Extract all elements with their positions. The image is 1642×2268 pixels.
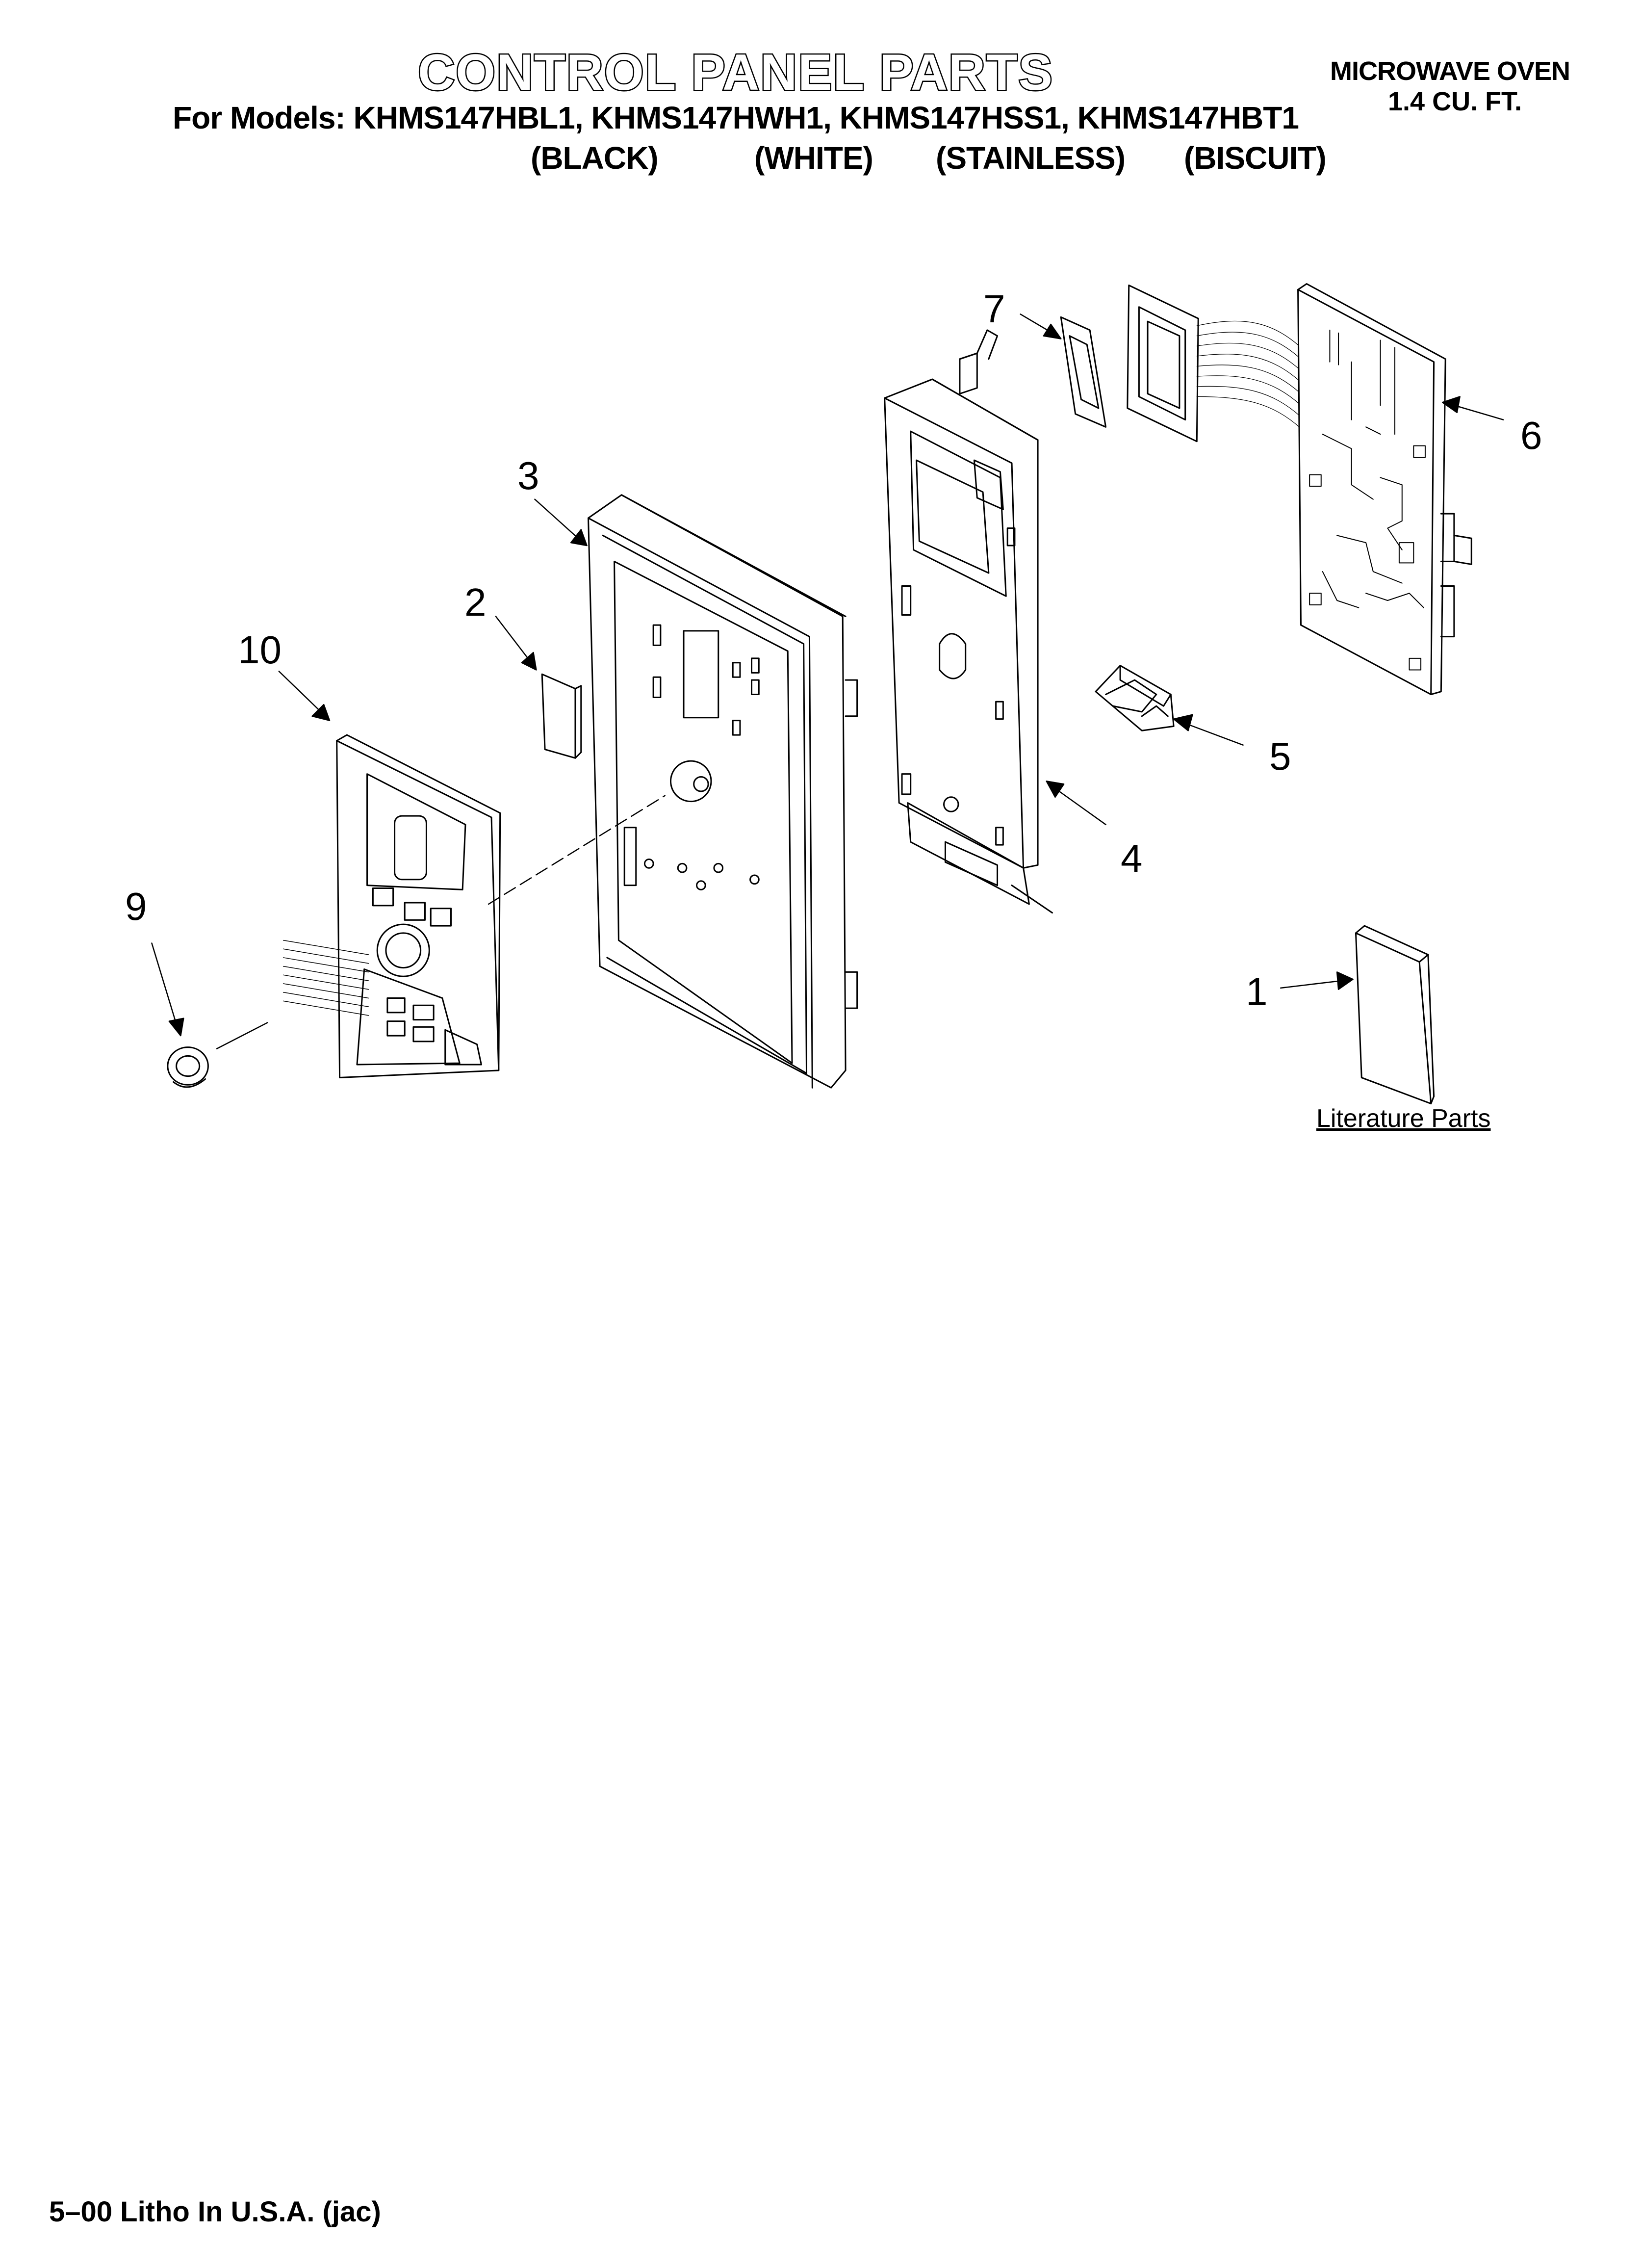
- part-1-literature: [1356, 926, 1434, 1104]
- part-3-frame: [589, 495, 857, 1088]
- part-10-overlay: [283, 735, 500, 1077]
- callout-10: 10: [238, 628, 282, 672]
- display-module: [1128, 286, 1301, 442]
- part-9-knob: [168, 1047, 208, 1087]
- callout-2: 2: [464, 580, 487, 624]
- variant-black: (BLACK): [531, 140, 659, 176]
- variant-stainless: (STAINLESS): [936, 140, 1126, 176]
- literature-parts-label: Literature Parts: [1316, 1104, 1491, 1133]
- footer-litho: 5–00 Litho In U.S.A. (jac): [49, 2196, 381, 2228]
- part-2-window: [542, 674, 581, 758]
- callout-7: 7: [983, 287, 1005, 331]
- variant-biscuit: (BISCUIT): [1184, 140, 1327, 176]
- models-line: For Models: KHMS147HBL1, KHMS147HWH1, KH…: [173, 100, 1299, 135]
- part-4-bracket: [885, 330, 1052, 913]
- product-capacity: 1.4 CU. FT.: [1388, 87, 1522, 116]
- callout-5: 5: [1269, 734, 1291, 778]
- part-6-control-board: [1298, 284, 1472, 695]
- part-7-gasket: [1061, 317, 1105, 427]
- variant-white: (WHITE): [754, 140, 873, 176]
- page-title: CONTROL PANEL PARTS: [417, 44, 1054, 101]
- part-5-clip: [1096, 666, 1174, 731]
- callout-1: 1: [1246, 970, 1268, 1014]
- callout-3: 3: [517, 454, 539, 497]
- callout-6: 6: [1520, 414, 1542, 457]
- leader-lines: [152, 314, 1503, 1048]
- callout-4: 4: [1121, 836, 1143, 880]
- callout-9: 9: [125, 885, 147, 928]
- product-name: MICROWAVE OVEN: [1330, 56, 1570, 86]
